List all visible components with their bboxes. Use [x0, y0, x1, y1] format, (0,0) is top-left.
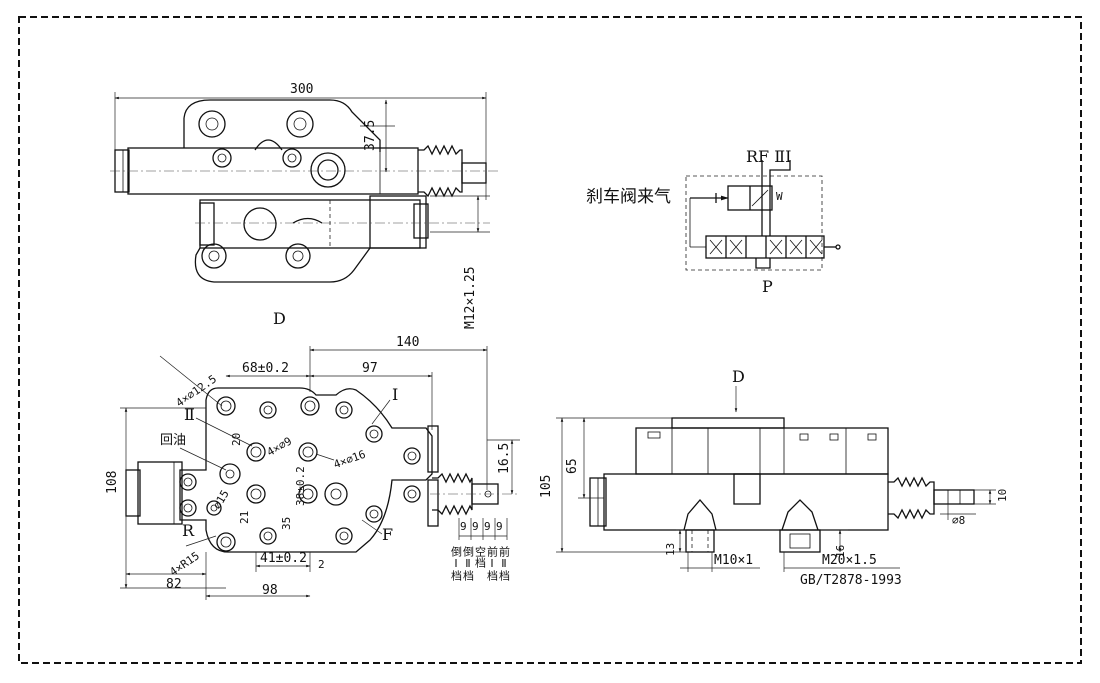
dim-140: 140: [396, 335, 419, 350]
dim-38: 38±0.2: [294, 466, 307, 506]
holes-16: 4×⌀16: [332, 448, 368, 472]
dim-13: 13: [664, 543, 677, 556]
standard-gb: GB/T2878-1993: [800, 573, 902, 588]
radius-r15: 4×R15: [167, 549, 202, 579]
thread-m10: M10×1: [714, 553, 753, 568]
dim-108: 108: [105, 471, 120, 494]
dim-97: 97: [362, 361, 378, 376]
dim-300: 300: [290, 82, 313, 97]
dim-98: 98: [262, 583, 278, 598]
dim-20: 20: [230, 433, 243, 446]
dim-phi-15: ⌀15: [211, 488, 232, 512]
dim-16-5: 16.5: [497, 443, 512, 474]
thread-m12: M12×1.25: [463, 266, 478, 329]
gear-gap-1: 9: [460, 520, 467, 533]
gear-label-1: 倒Ⅰ档: [450, 546, 463, 581]
bolt-holes: [179, 396, 421, 552]
dim-105: 105: [539, 475, 554, 498]
dim-41: 41±0.2: [260, 551, 307, 566]
drawing-border: [18, 16, 1082, 664]
label-r: R: [182, 521, 195, 540]
gear-positions: 9 9 9 9 倒Ⅰ档 倒Ⅱ档 空档 前Ⅰ档 前Ⅱ档: [450, 518, 511, 581]
dim-16: 16: [834, 545, 847, 558]
holes-9: 4×⌀9: [265, 434, 294, 459]
hydraulic-schematic: 刹车阀来气 RF ⅡI W P: [586, 147, 841, 296]
label-f: F: [382, 525, 393, 544]
port-p: P: [762, 277, 773, 296]
label-port-i: I: [392, 385, 398, 404]
dim-phi-8: ⌀8: [952, 514, 965, 527]
dim-35: 35: [280, 517, 293, 530]
top-view: 300 37.5: [110, 82, 500, 329]
w-label: W: [776, 190, 783, 203]
gear-label-3: 空档: [474, 545, 487, 568]
dim-21: 21: [238, 511, 251, 524]
gear-label-5: 前Ⅱ档: [498, 545, 511, 581]
thread-m20: M20×1.5: [822, 553, 877, 568]
holes-12-5: 4×⌀12.5: [174, 372, 219, 409]
gear-label-4: 前Ⅰ档: [486, 545, 499, 581]
gear-gap-2: 9: [472, 520, 479, 533]
dim-82: 82: [166, 577, 182, 592]
dim-2: 2: [318, 558, 325, 571]
dim-68: 68±0.2: [242, 361, 289, 376]
return-oil-label: 回油: [160, 433, 186, 448]
dim-65: 65: [565, 458, 580, 474]
section-label-d: D: [732, 367, 745, 386]
gear-gap-3: 9: [484, 520, 491, 533]
label-port-ii: Ⅱ: [184, 405, 195, 424]
gear-gap-4: 9: [496, 520, 503, 533]
dim-37-5: 37.5: [363, 120, 378, 151]
gear-label-2: 倒Ⅱ档: [462, 546, 475, 581]
dim-10: 10: [996, 489, 1009, 502]
side-view: D 105 65: [539, 367, 1009, 588]
brake-air-label: 刹车阀来气: [586, 187, 671, 207]
view-label-d: D: [273, 309, 286, 328]
port-labels-top: RF ⅡI: [746, 147, 791, 166]
